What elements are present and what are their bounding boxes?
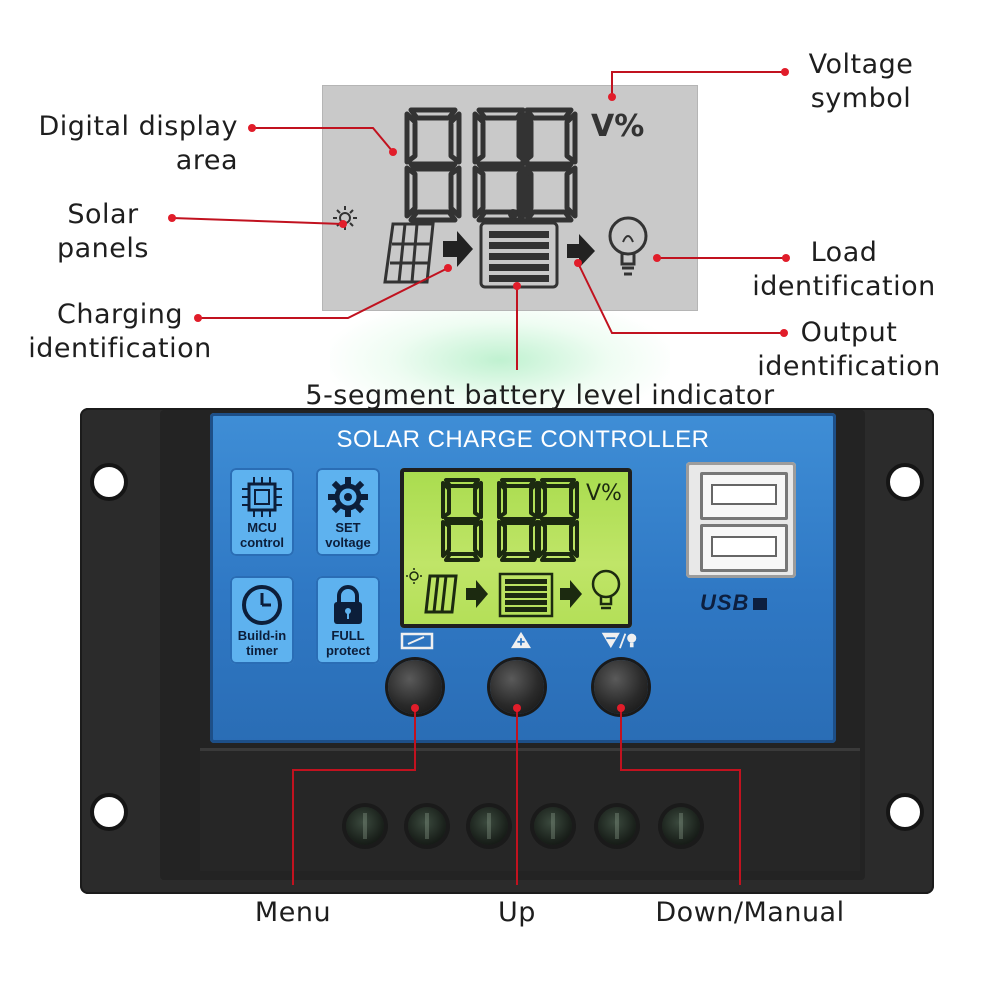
terminal-screw[interactable] — [534, 807, 572, 845]
feature-label: FULL protect — [325, 628, 371, 658]
zoomed-output-arrow-icon — [567, 234, 595, 268]
digital-display-leader — [252, 127, 394, 153]
callout-dot — [780, 329, 788, 337]
up-triangle-icon — [511, 631, 531, 649]
device-battery-icon — [498, 572, 554, 618]
clock-icon — [242, 585, 282, 625]
feature-set-voltage: SET voltage — [316, 468, 380, 556]
feature-build-in-timer: Build-in timer — [230, 576, 294, 664]
callout-voltage-symbol: Voltage symbol — [808, 49, 914, 114]
mount-hole — [90, 793, 128, 831]
callout-battery-level-indicator: 5-segment battery level indicator — [305, 380, 775, 411]
callout-digital-display-area: Digital display area — [38, 111, 238, 176]
device-lcd-graphic: V% — [406, 478, 622, 618]
lcd-glow — [330, 300, 670, 420]
menu-symbol-icon — [400, 632, 434, 650]
callout-dot — [513, 282, 521, 290]
lock-icon — [334, 585, 362, 624]
callout-dot — [339, 220, 347, 228]
callout-dot — [168, 214, 176, 222]
callout-down-manual: Down/Manual — [655, 897, 845, 928]
mount-hole — [90, 463, 128, 501]
usb-plug-icon — [753, 598, 768, 611]
gear-icon — [328, 477, 368, 517]
usb-connector — [711, 484, 777, 505]
feature-label: MCU control — [239, 520, 285, 550]
device-bulb-icon — [591, 569, 621, 610]
mount-hole — [886, 793, 924, 831]
usb-label: USB — [700, 590, 768, 616]
zoomed-solar-panel-icon — [383, 222, 435, 284]
device-lcd: V% — [400, 468, 632, 628]
device-sun-icon — [406, 568, 422, 584]
zoomed-lcd-display: V% — [322, 85, 698, 311]
callout-dot — [782, 254, 790, 262]
device-output-arrow-icon — [560, 580, 582, 608]
zoomed-charging-arrow-icon — [443, 231, 473, 267]
terminal-screw[interactable] — [408, 807, 446, 845]
callout-menu: Menu — [254, 897, 332, 928]
usb-connector — [711, 536, 777, 557]
terminal-screw[interactable] — [598, 807, 636, 845]
terminal-screw[interactable] — [470, 807, 508, 845]
callout-dot — [574, 259, 582, 267]
callout-dot — [781, 68, 789, 76]
callout-dot — [444, 264, 452, 272]
down-manual-leader — [620, 708, 741, 885]
solar-panels-leader — [171, 217, 344, 225]
zoomed-bulb-icon — [608, 216, 648, 276]
feature-mcu-control: MCU control — [230, 468, 294, 556]
device-solar-panel-icon — [424, 574, 458, 614]
output-leader — [577, 262, 784, 334]
callout-dot — [248, 124, 256, 132]
device-unit-symbol: V% — [586, 481, 622, 506]
down-bulb-icon — [601, 632, 637, 649]
callout-dot — [653, 254, 661, 262]
device-digits — [441, 478, 579, 562]
callout-up: Up — [498, 897, 536, 928]
usb-port[interactable] — [686, 462, 796, 578]
zoomed-digits — [407, 110, 575, 220]
device-charging-arrow-icon — [466, 580, 488, 608]
terminal-screw[interactable] — [346, 807, 384, 845]
feature-label: Build-in timer — [237, 628, 287, 658]
zoomed-lcd-graphic: V% — [333, 86, 648, 289]
feature-full-protect: FULL protect — [316, 576, 380, 664]
callout-charging-identification: Charging identification — [28, 299, 212, 364]
terminal-screw[interactable] — [662, 807, 700, 845]
callout-dot — [411, 704, 419, 712]
callout-solar-panels: Solar panels — [57, 199, 149, 264]
usb-label-text: USB — [700, 590, 750, 615]
callout-dot — [513, 704, 521, 712]
mount-hole — [886, 463, 924, 501]
callout-dot — [617, 704, 625, 712]
panel-title: SOLAR CHARGE CONTROLLER — [336, 426, 710, 453]
callout-load-identification: Load identification — [752, 237, 936, 302]
callout-dot — [389, 148, 397, 156]
charging-leader — [198, 267, 449, 319]
feature-label: SET voltage — [325, 520, 371, 550]
voltage-symbol-leader — [611, 71, 785, 97]
zoomed-unit-symbol: V% — [591, 109, 644, 144]
usb-slot[interactable] — [700, 472, 788, 520]
callout-dot — [194, 314, 202, 322]
chip-icon — [242, 477, 282, 517]
callout-dot — [608, 93, 616, 101]
terminal-block — [200, 748, 860, 871]
menu-leader — [292, 708, 416, 885]
usb-slot[interactable] — [700, 524, 788, 572]
callout-output-identification: Output identification — [757, 317, 941, 382]
